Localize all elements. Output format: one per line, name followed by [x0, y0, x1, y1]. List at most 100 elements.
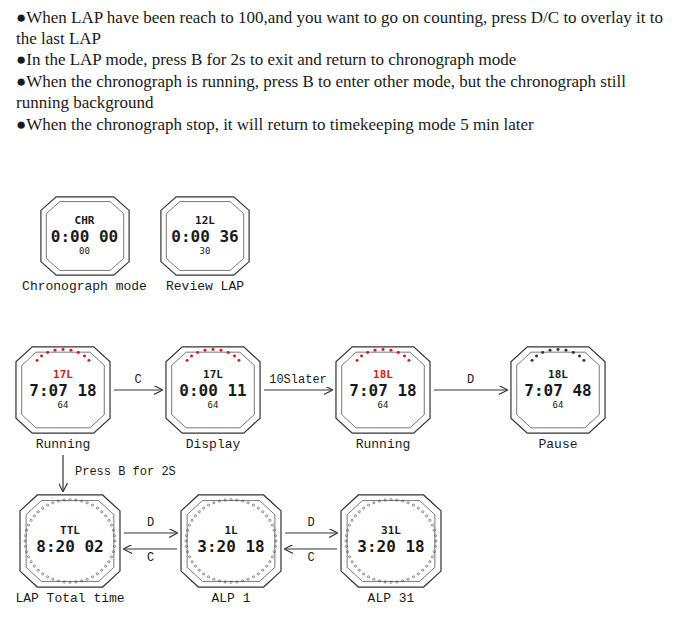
ring-dot	[33, 515, 35, 517]
ring-dot	[358, 511, 360, 513]
segment-dot	[227, 351, 230, 354]
segment-dot	[87, 359, 90, 362]
ring-dot	[86, 502, 88, 504]
ring-dot	[367, 504, 369, 506]
ring-dot	[198, 511, 200, 513]
ring-dot	[24, 535, 26, 537]
flow-arrow	[264, 389, 332, 390]
lcd-small-digits: 30	[200, 246, 211, 256]
bezel-edge	[347, 501, 435, 582]
ring-dot	[104, 515, 106, 517]
lap-indicator: 17L	[53, 369, 73, 382]
ring-dot	[63, 499, 65, 501]
segment-dot	[582, 359, 585, 362]
ring-dot	[345, 545, 347, 547]
segment-dot	[373, 349, 376, 352]
ring-dot	[265, 515, 267, 517]
ring-dot	[112, 529, 114, 531]
ring-dot	[203, 573, 205, 575]
mode-caption: Display	[165, 437, 261, 452]
case-edge	[336, 347, 430, 433]
ring-dot	[431, 524, 433, 526]
ring-dot	[57, 580, 59, 582]
watch-face: 12L0:00 3630	[160, 196, 250, 276]
ring-dot	[236, 581, 238, 583]
watch-node: 17L7:07 1864Running	[15, 346, 111, 452]
ring-dot	[378, 500, 380, 502]
ring-dot	[46, 504, 48, 506]
lcd-digits: 8:20 02	[36, 538, 103, 556]
ring-dot	[273, 551, 275, 553]
segment-dot	[564, 349, 567, 352]
mode-caption: Chronograph mode	[22, 279, 147, 294]
segment-dot	[40, 355, 43, 358]
ring-dot	[434, 545, 436, 547]
watch-face: 1L3:20 18	[180, 494, 282, 588]
ring-dot	[24, 545, 26, 547]
button-label: 10Slater	[267, 374, 329, 387]
case-edge	[341, 495, 441, 587]
lcd-digits: 7:07 18	[29, 382, 96, 400]
flow-arrow	[124, 548, 177, 549]
segment-dot	[548, 349, 551, 352]
notes-block: ●When LAP have been reach to 100,and you…	[16, 8, 668, 136]
ring-dot	[390, 499, 392, 501]
ring-dot	[218, 580, 220, 582]
bezel-edge	[46, 202, 123, 271]
mode-caption: LAP Total time	[15, 591, 125, 606]
ring-dot	[417, 507, 419, 509]
flow-arrow	[434, 389, 507, 390]
ring-dot	[27, 556, 29, 558]
ring-dot	[367, 576, 369, 578]
bezel-edge	[166, 202, 243, 271]
ring-dot	[26, 551, 28, 553]
ring-dot	[422, 569, 424, 571]
lcd-digits: 3:20 18	[197, 538, 264, 556]
ring-dot	[114, 540, 116, 542]
ring-dot	[262, 569, 264, 571]
ring-dot	[101, 511, 103, 513]
ring-dot	[108, 561, 110, 563]
lap-indicator: 31L	[381, 525, 401, 538]
ring-dot	[37, 569, 39, 571]
ring-dot	[86, 578, 88, 580]
ring-dot	[218, 500, 220, 502]
segment-dot	[53, 349, 56, 352]
ring-dot	[96, 573, 98, 575]
segment-dot	[356, 359, 359, 362]
ring-dot	[257, 573, 259, 575]
watch-node: 17L0:00 1164Display	[165, 346, 261, 452]
ring-dot	[104, 565, 106, 567]
ring-dot	[417, 573, 419, 575]
ring-dot	[27, 524, 29, 526]
ring-dot	[26, 529, 28, 531]
flow-arrow	[124, 532, 177, 533]
segment-dot	[556, 348, 559, 351]
ring-dot	[185, 540, 187, 542]
watch-node: 31L3:20 18ALP 31	[340, 494, 442, 606]
lcd-small-digits: 00	[79, 246, 90, 256]
ring-dot	[401, 580, 403, 582]
watch-face: 18L7:07 1864	[335, 346, 431, 434]
ring-dot	[373, 502, 375, 504]
ring-dot	[384, 499, 386, 501]
ring-dot	[384, 581, 386, 583]
flow-arrow	[285, 548, 337, 549]
ring-dot	[69, 581, 71, 583]
mode-caption: Review LAP	[160, 279, 250, 294]
ring-dot	[351, 519, 353, 521]
segment-dot	[531, 359, 534, 362]
note-text: ●When LAP have been reach to 100,and you…	[16, 8, 668, 49]
ring-dot	[347, 551, 349, 553]
ring-dot	[46, 576, 48, 578]
ring-dot	[236, 499, 238, 501]
ring-dot	[207, 576, 209, 578]
ring-dot	[401, 500, 403, 502]
ring-dot	[269, 561, 271, 563]
ring-dot	[363, 507, 365, 509]
lcd-small-digits: 64	[208, 400, 219, 410]
ring-dot	[275, 540, 277, 542]
ring-dot	[378, 580, 380, 582]
ring-dot	[434, 535, 436, 537]
ring-dot	[347, 529, 349, 531]
